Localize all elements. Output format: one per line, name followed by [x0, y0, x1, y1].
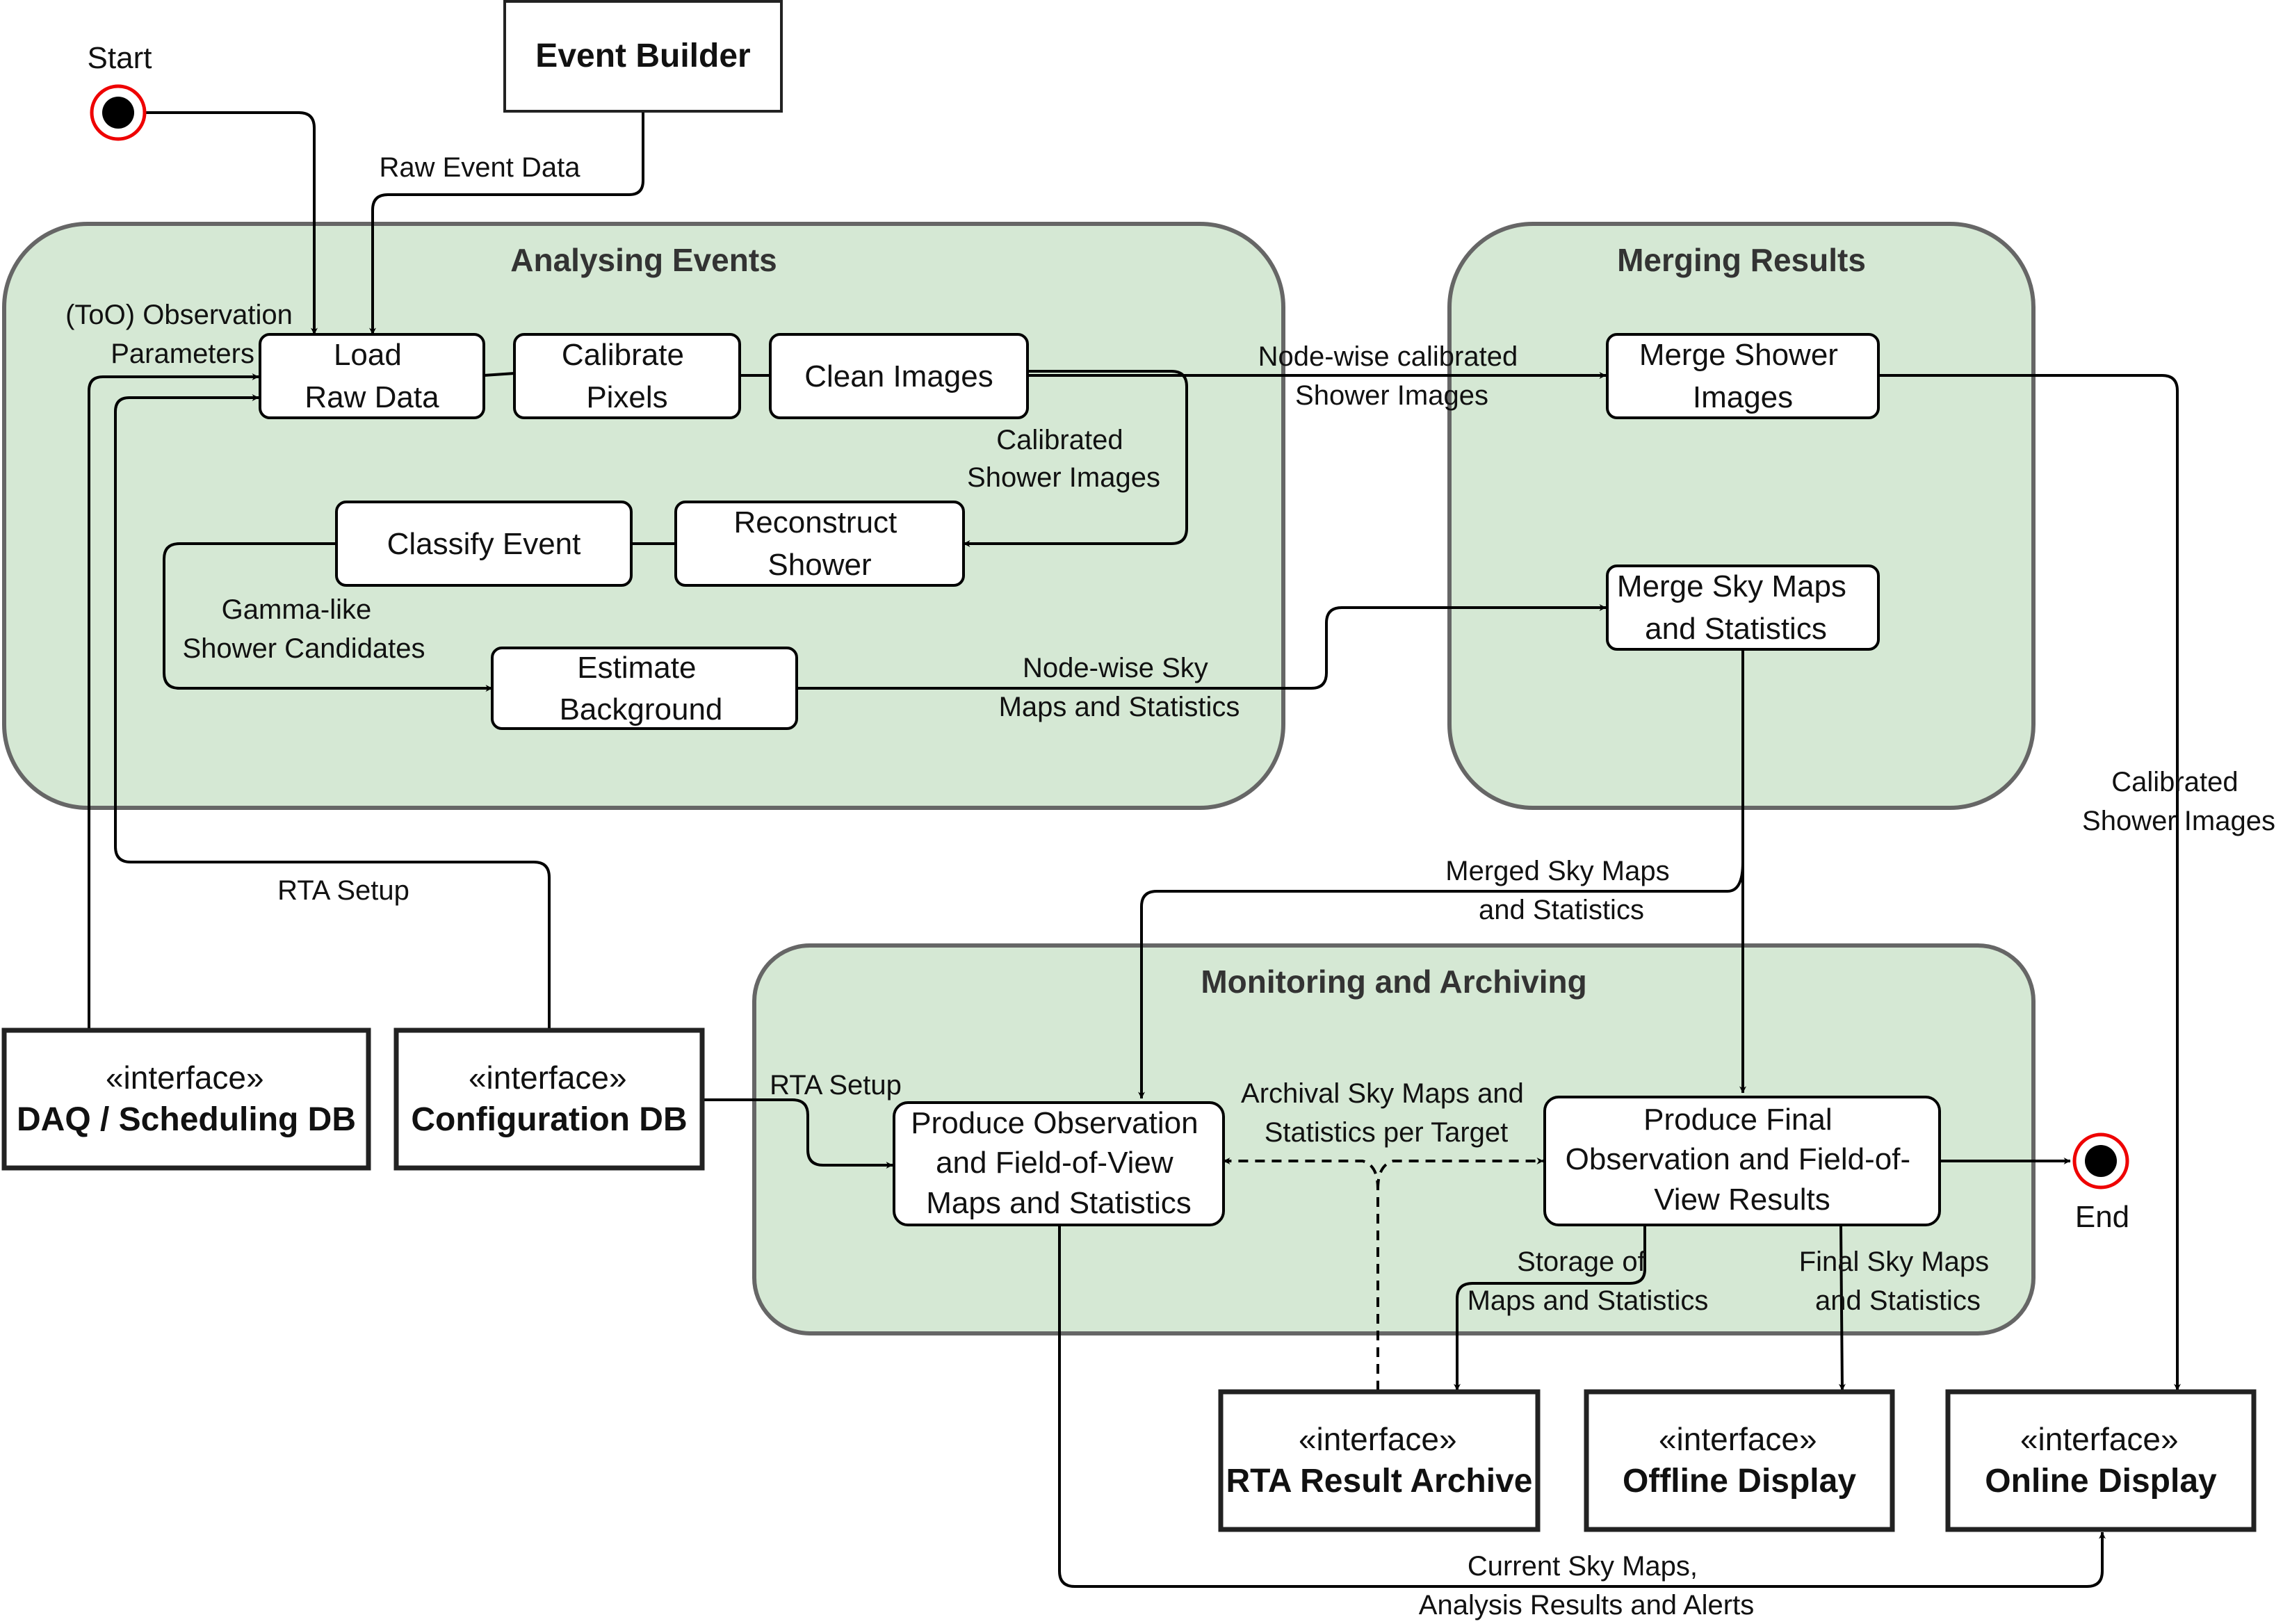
- action-estimate-background: Estimate Background: [491, 647, 798, 730]
- action-produce-obs-label: Produce Observation and Field-of-View Ma…: [911, 1106, 1207, 1220]
- label-archival: Archival Sky Maps and Statistics per Tar…: [1241, 1078, 1532, 1148]
- action-clean-label: Clean Images: [804, 359, 993, 393]
- label-node-sky: Node-wise Sky Maps and Statistics: [999, 653, 1240, 722]
- action-load-raw-data: Load Raw Data: [259, 333, 485, 419]
- interface-offline-display: «interface» Offline Display: [1584, 1389, 1895, 1532]
- action-clean-images: Clean Images: [769, 333, 1029, 419]
- label-raw-event-data: Raw Event Data: [379, 152, 580, 183]
- action-reconstruct-label: Reconstruct Shower: [734, 505, 906, 582]
- action-load-label: Load Raw Data: [304, 338, 439, 414]
- edge-config-to-load: [114, 394, 551, 1029]
- action-merge-sky-maps: Merge Sky Maps and Statistics: [1606, 565, 1880, 651]
- action-background-label: Estimate Background: [560, 651, 723, 726]
- interface-offline-label: «interface» Offline Display: [1623, 1421, 1856, 1500]
- interface-online-display: «interface» Online Display: [1945, 1389, 2257, 1532]
- label-calibrated-showers: Calibrated Shower Images: [967, 425, 1160, 493]
- action-produce-final-results: Produce Final Observation and Field-of- …: [1543, 1096, 1941, 1226]
- interface-daq-scheduling: «interface» DAQ / Scheduling DB: [1, 1028, 371, 1171]
- interface-online-label: «interface» Online Display: [1985, 1421, 2217, 1500]
- edge-merge-sky-to-produce-obs: [1138, 861, 1744, 1099]
- edge-archive-to-produce-final: [1376, 1158, 1544, 1189]
- label-merged-sky: Merged Sky Maps and Statistics: [1445, 856, 1677, 925]
- action-produce-final-label: Produce Final Observation and Field-of- …: [1566, 1103, 1919, 1217]
- label-too-params: (ToO) Observation Parameters: [65, 300, 300, 369]
- edge-classify-to-background: [163, 542, 493, 692]
- action-classify-event: Classify Event: [335, 501, 633, 587]
- edge-produce-obs-to-online: [1058, 1225, 2106, 1588]
- edge-background-to-merge-sky: [797, 604, 1607, 690]
- end-node: End: [2072, 1132, 2129, 1234]
- group-merging-results: Merging Results: [1447, 222, 2036, 810]
- edge-eventbuilder-to-load: [369, 113, 644, 335]
- action-merge-sky-label: Merge Sky Maps and Statistics: [1617, 569, 1855, 646]
- interface-configuration-db: «interface» Configuration DB: [393, 1028, 705, 1171]
- label-final-sky: Final Sky Maps and Statistics: [1799, 1247, 1997, 1316]
- action-merge-shower-images: Merge Shower Images: [1606, 333, 1880, 419]
- edge-config-to-produce-obs: [704, 1098, 893, 1169]
- action-classify-label: Classify Event: [387, 527, 581, 561]
- edge-produce-final-to-offline: [1838, 1224, 1846, 1391]
- event-builder-box: Event Builder: [503, 0, 783, 113]
- action-calibrate-pixels: Calibrate Pixels: [513, 333, 741, 419]
- group-monitoring-archiving: Monitoring and Archiving: [752, 943, 2036, 1335]
- action-merge-shower-label: Merge Shower Images: [1639, 338, 1846, 414]
- label-storage: Storage of Maps and Statistics: [1468, 1247, 1709, 1316]
- interface-daq-label: «interface» DAQ / Scheduling DB: [17, 1059, 356, 1138]
- group-title-merging: Merging Results: [1617, 242, 1866, 278]
- edge-load-to-calibrate: [483, 372, 515, 377]
- action-produce-observation: Produce Observation and Field-of-View Ma…: [893, 1101, 1225, 1226]
- label-rta-setup-mid: RTA Setup: [770, 1070, 902, 1101]
- start-node: Start: [88, 41, 152, 141]
- end-label: End: [2075, 1200, 2129, 1234]
- event-builder-label: Event Builder: [535, 38, 750, 74]
- action-calibrate-label: Calibrate Pixels: [562, 338, 692, 414]
- connectors: [88, 111, 2181, 1588]
- start-label: Start: [88, 41, 152, 75]
- label-calibrated-right: Calibrated Shower Images: [2082, 767, 2275, 836]
- edge-daq-to-load: [88, 373, 259, 1029]
- interface-config-label: «interface» Configuration DB: [411, 1059, 687, 1138]
- label-rta-setup-top: RTA Setup: [277, 875, 409, 906]
- interface-archive-label: «interface» RTA Result Archive: [1226, 1421, 1533, 1500]
- edge-clean-to-reconstruct: [963, 370, 1188, 547]
- label-gamma-like: Gamma-like Shower Candidates: [182, 594, 425, 664]
- group-title-analysing: Analysing Events: [510, 242, 777, 278]
- label-node-calibrated: Node-wise calibrated Shower Images: [1258, 341, 1526, 411]
- edge-start-to-load: [139, 111, 318, 335]
- interface-rta-result-archive: «interface» RTA Result Archive: [1218, 1389, 1541, 1532]
- edge-labels: Raw Event Data (ToO) Observation Paramet…: [65, 152, 2275, 1621]
- edge-produce-final-to-archive: [1454, 1225, 1646, 1391]
- edge-merge-shower-to-online: [1878, 374, 2181, 1391]
- group-title-monitoring: Monitoring and Archiving: [1201, 964, 1586, 1000]
- action-reconstruct-shower: Reconstruct Shower: [674, 501, 965, 587]
- label-current-sky: Current Sky Maps, Analysis Results and A…: [1419, 1551, 1754, 1621]
